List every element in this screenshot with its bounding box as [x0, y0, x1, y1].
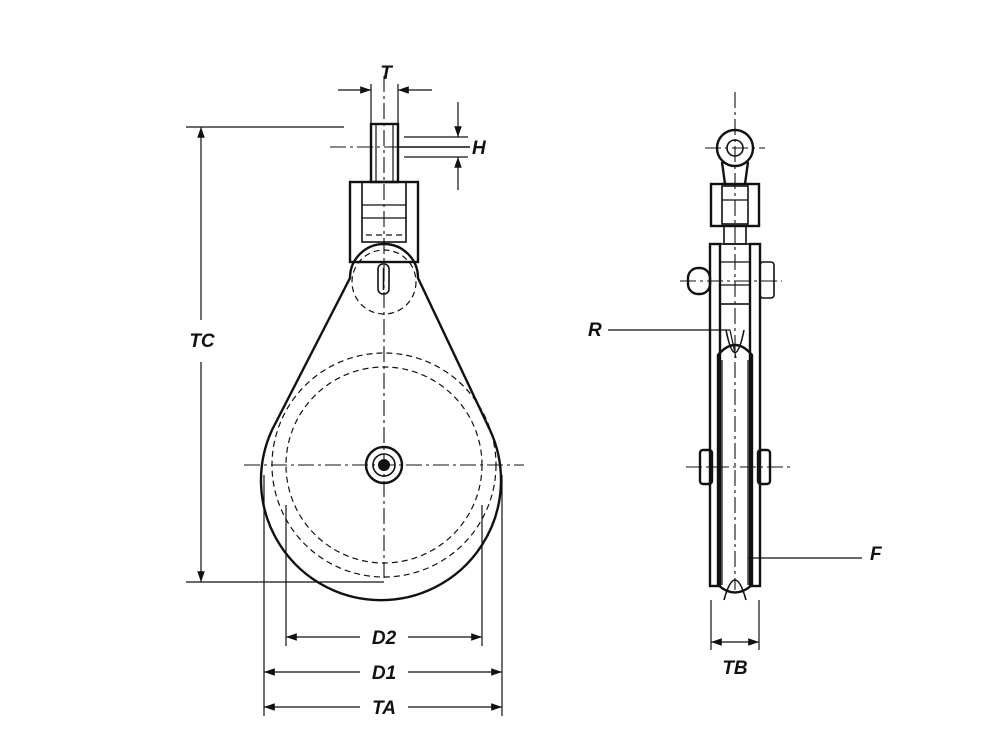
side-upper-nut — [759, 261, 775, 299]
label-r: R — [588, 320, 602, 341]
front-view: T H TC D2 D1 TA — [186, 63, 524, 719]
label-tb: TB — [722, 658, 748, 679]
side-sheave-groove — [716, 343, 754, 594]
label-d2: D2 — [372, 628, 397, 649]
side-plate-right — [748, 242, 762, 588]
side-head-block — [719, 243, 751, 305]
label-h: H — [472, 138, 487, 159]
side-view: R F TB — [588, 92, 883, 679]
label-d1: D1 — [372, 663, 396, 684]
side-groove-bottom — [723, 579, 747, 601]
front-side-plate — [259, 242, 503, 602]
side-eye-neck — [720, 161, 750, 185]
label-tc: TC — [189, 331, 215, 352]
label-f: F — [870, 544, 883, 565]
r-leader-tip — [729, 329, 737, 359]
side-plate-left — [708, 242, 722, 588]
label-ta: TA — [372, 698, 396, 719]
label-t: T — [380, 63, 393, 84]
side-swivel-nut — [721, 185, 749, 225]
